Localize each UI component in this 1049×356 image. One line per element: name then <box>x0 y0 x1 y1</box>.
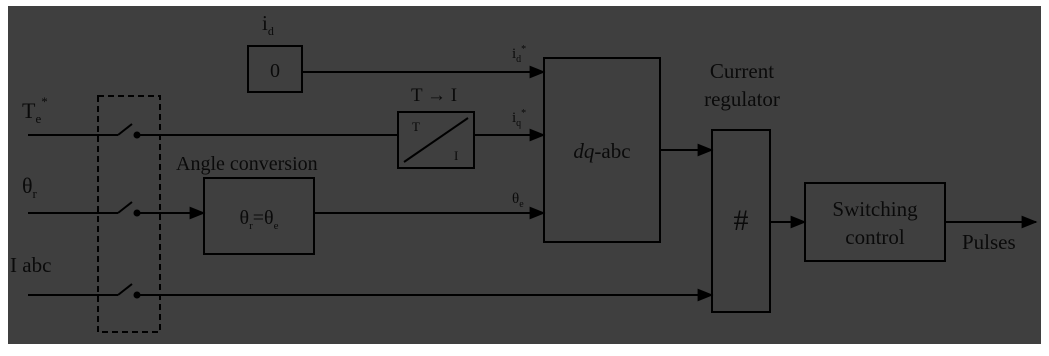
diagram-background <box>8 6 1041 344</box>
input-te-star-label: Te* <box>22 94 48 126</box>
torque-to-current-denominator: I <box>454 148 458 163</box>
current-regulator-title-line1: Current <box>710 59 774 83</box>
signal-id-star-label: id* <box>512 44 526 65</box>
signal-iq-star-label: iq* <box>512 108 526 129</box>
torque-to-current-block <box>397 111 475 169</box>
angle-conversion-formula: θr=θe <box>239 207 278 232</box>
dq-abc-label: dq-abc <box>573 139 630 163</box>
output-pulses-label: Pulses <box>962 230 1016 254</box>
input-theta-r-label: θr <box>22 173 38 201</box>
switching-control-line2: control <box>845 225 905 249</box>
id-ref-value: 0 <box>270 60 280 82</box>
switching-control-line1: Switching <box>832 197 918 221</box>
id-ref-label: id <box>262 11 274 38</box>
torque-to-current-numerator: T <box>412 119 420 134</box>
signal-theta-e-label: θe <box>512 191 524 210</box>
angle-conversion-title: Angle conversion <box>176 153 318 175</box>
input-i-abc-label: I abc <box>10 253 51 277</box>
current-regulator-title-line2: regulator <box>704 87 780 111</box>
torque-to-current-label: T → I <box>411 85 457 106</box>
current-regulator-symbol: # <box>734 204 749 237</box>
id-ref-block <box>247 45 303 93</box>
torque-to-current-diagonal <box>403 117 469 163</box>
